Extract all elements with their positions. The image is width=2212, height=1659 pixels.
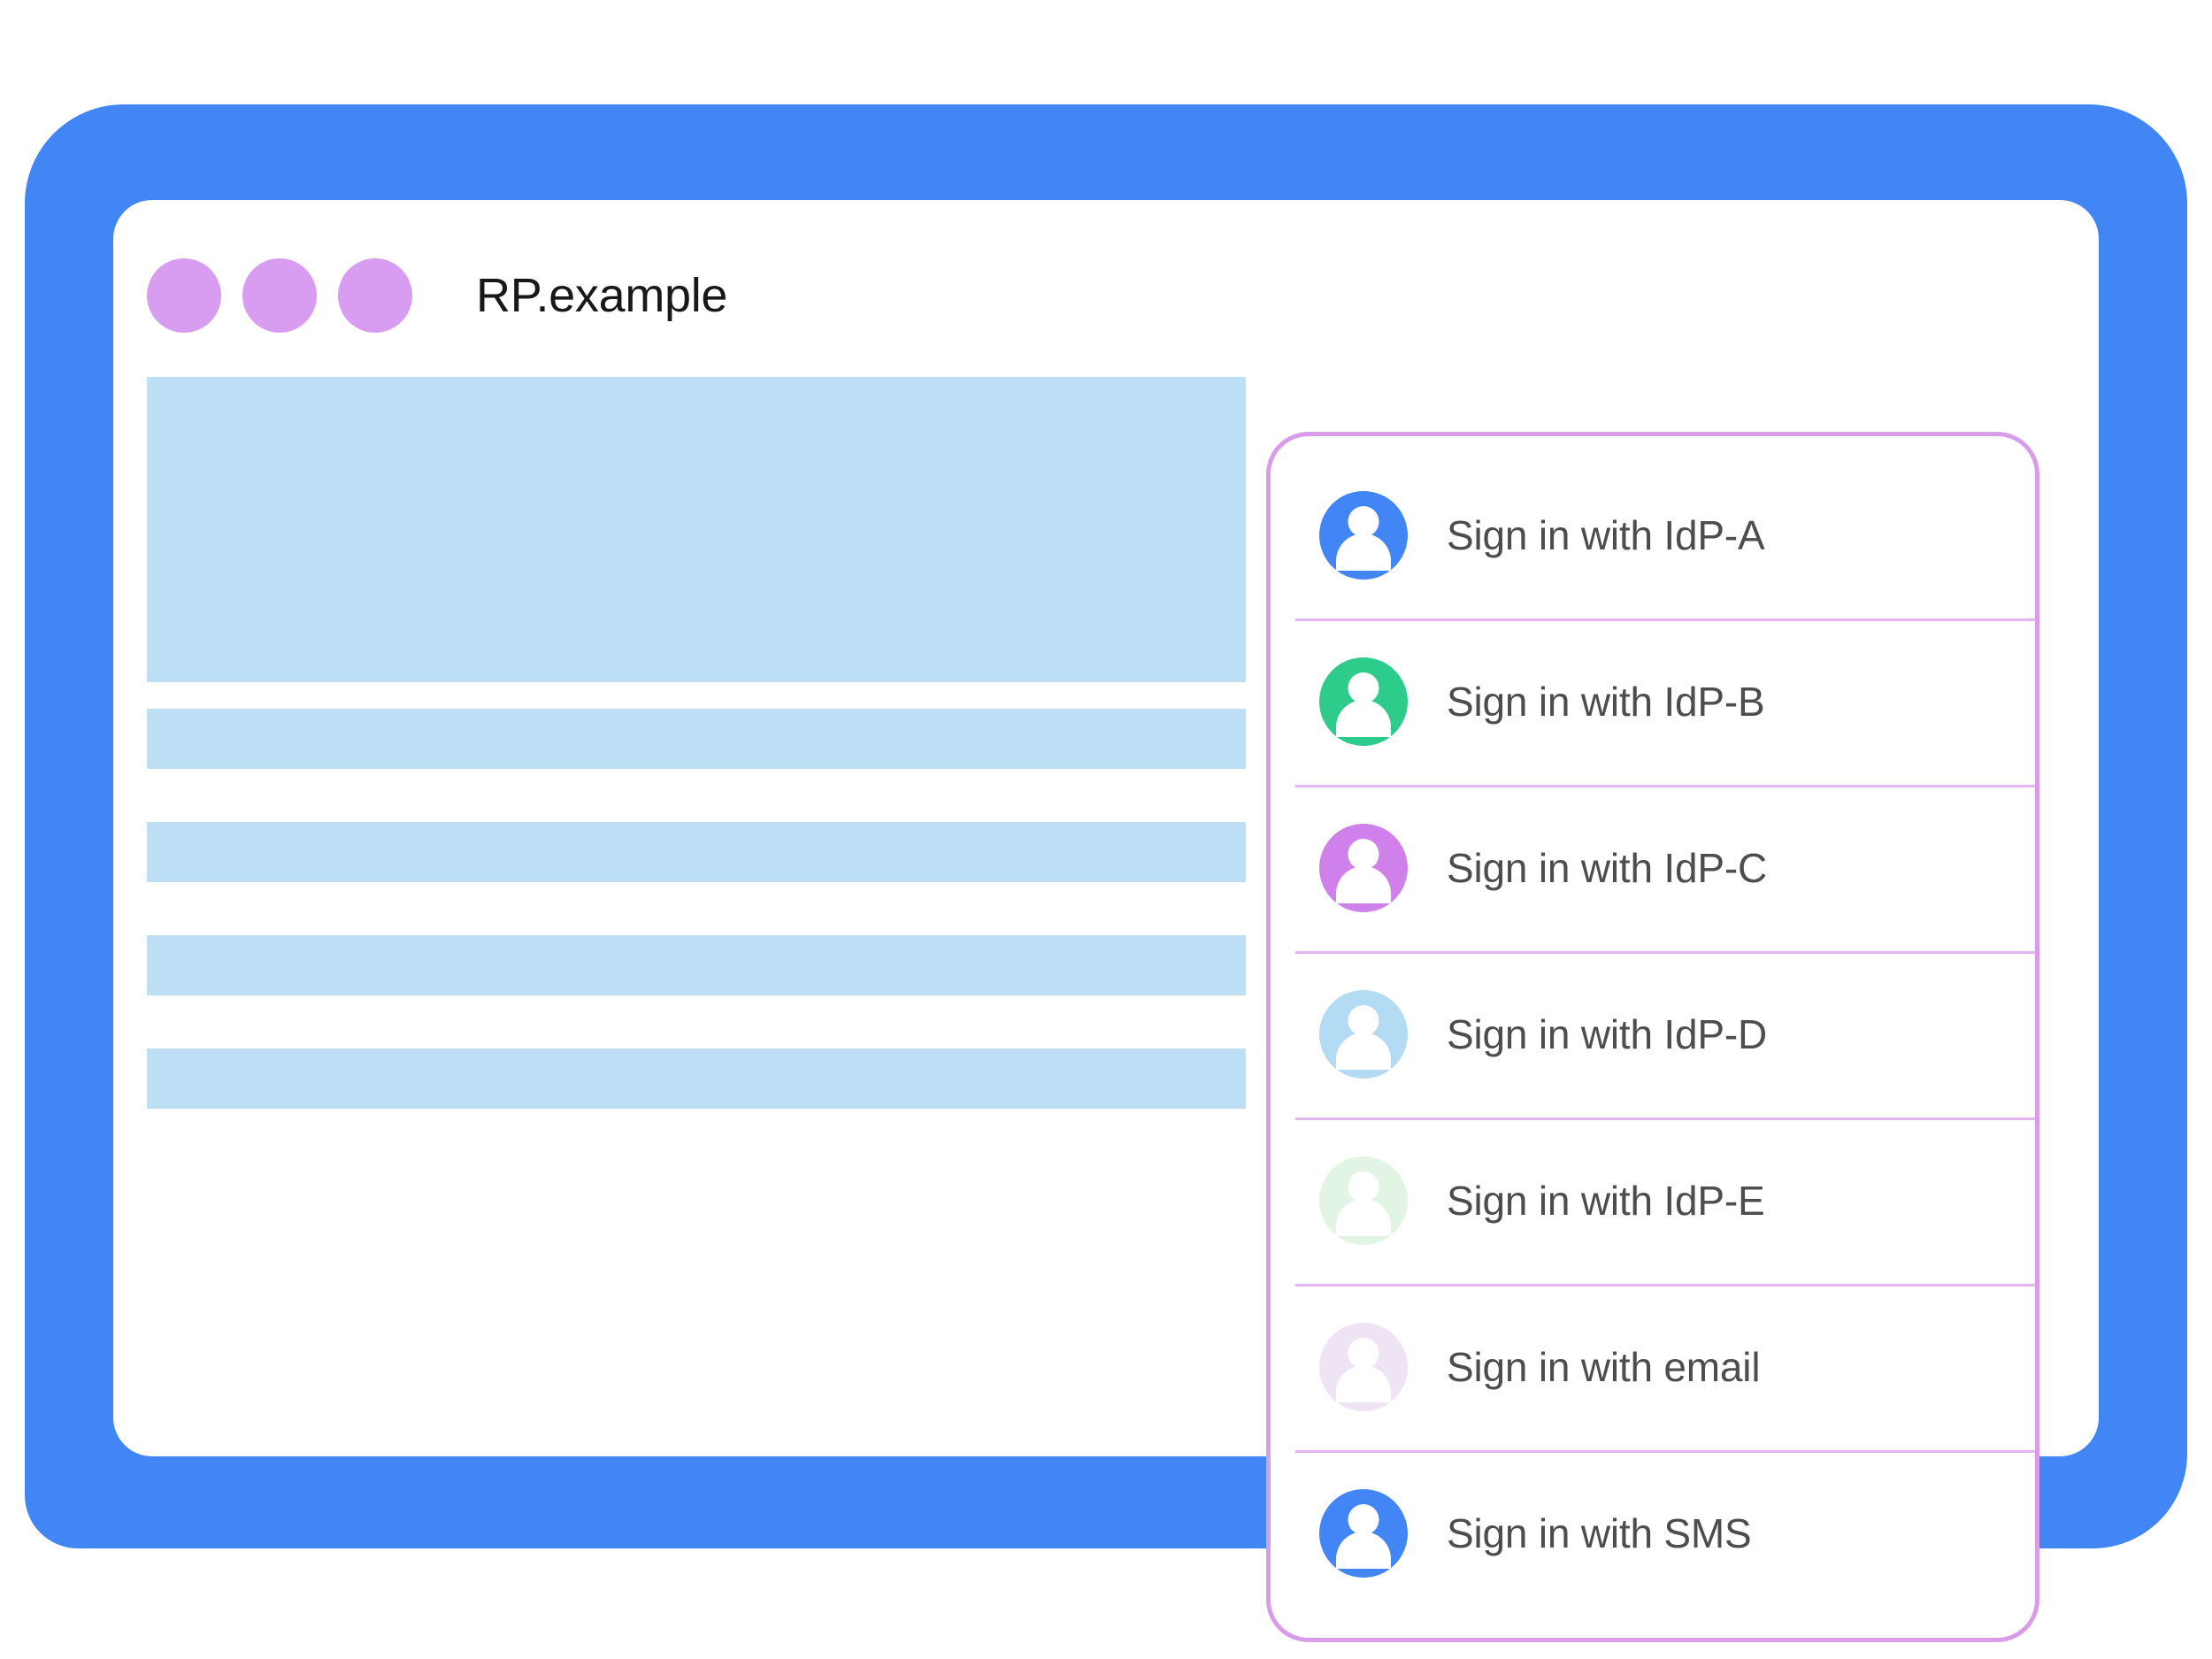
person-avatar-icon — [1319, 1156, 1408, 1245]
person-avatar-icon — [1319, 1489, 1408, 1578]
person-avatar-icon — [1319, 824, 1408, 912]
content-block-bar-2 — [147, 822, 1246, 882]
window-dot-3-icon[interactable] — [338, 258, 412, 333]
page-content-skeleton — [147, 377, 1253, 1109]
signin-item-2[interactable]: Sign in with IdP-B — [1271, 618, 2035, 785]
signin-item-6[interactable]: Sign in with email — [1271, 1284, 2035, 1450]
avatar-head-shape — [1348, 1171, 1379, 1202]
signin-item-1[interactable]: Sign in with IdP-A — [1271, 452, 2035, 618]
avatar-head-shape — [1348, 839, 1379, 870]
avatar-body-shape — [1336, 1033, 1391, 1070]
signin-item-label: Sign in with IdP-B — [1447, 679, 1765, 725]
signin-item-5[interactable]: Sign in with IdP-E — [1271, 1118, 2035, 1284]
avatar-head-shape — [1348, 672, 1379, 703]
signin-item-label: Sign in with SMS — [1447, 1510, 1752, 1556]
avatar-body-shape — [1336, 534, 1391, 571]
content-block-bar-1 — [147, 709, 1246, 769]
person-avatar-icon — [1319, 1323, 1408, 1411]
avatar-body-shape — [1336, 1532, 1391, 1569]
content-block-hero — [147, 377, 1246, 682]
avatar-body-shape — [1336, 866, 1391, 903]
signin-item-label: Sign in with IdP-C — [1447, 845, 1767, 891]
avatar-head-shape — [1348, 1005, 1379, 1036]
avatar-body-shape — [1336, 1365, 1391, 1402]
avatar-body-shape — [1336, 700, 1391, 737]
avatar-body-shape — [1336, 1199, 1391, 1236]
signin-item-label: Sign in with IdP-E — [1447, 1178, 1765, 1224]
signin-item-label: Sign in with email — [1447, 1344, 1761, 1390]
avatar-head-shape — [1348, 1338, 1379, 1369]
page-title: RP.example — [476, 269, 728, 322]
avatar-head-shape — [1348, 506, 1379, 537]
signin-item-3[interactable]: Sign in with IdP-C — [1271, 785, 2035, 951]
content-block-bar-3 — [147, 935, 1246, 995]
window-dot-1-icon[interactable] — [147, 258, 221, 333]
window-dot-2-icon[interactable] — [242, 258, 317, 333]
signin-item-4[interactable]: Sign in with IdP-D — [1271, 951, 2035, 1118]
content-block-bar-4 — [147, 1048, 1246, 1109]
person-avatar-icon — [1319, 657, 1408, 746]
avatar-head-shape — [1348, 1504, 1379, 1535]
browser-titlebar: RP.example — [147, 253, 727, 338]
signin-item-label: Sign in with IdP-D — [1447, 1011, 1767, 1057]
person-avatar-icon — [1319, 491, 1408, 580]
person-avatar-icon — [1319, 990, 1408, 1079]
signin-chooser-panel: Sign in with IdP-A Sign in with IdP-B Sign… — [1266, 432, 2039, 1642]
signin-item-label: Sign in with IdP-A — [1447, 512, 1765, 558]
signin-item-7[interactable]: Sign in with SMS — [1271, 1450, 2035, 1617]
